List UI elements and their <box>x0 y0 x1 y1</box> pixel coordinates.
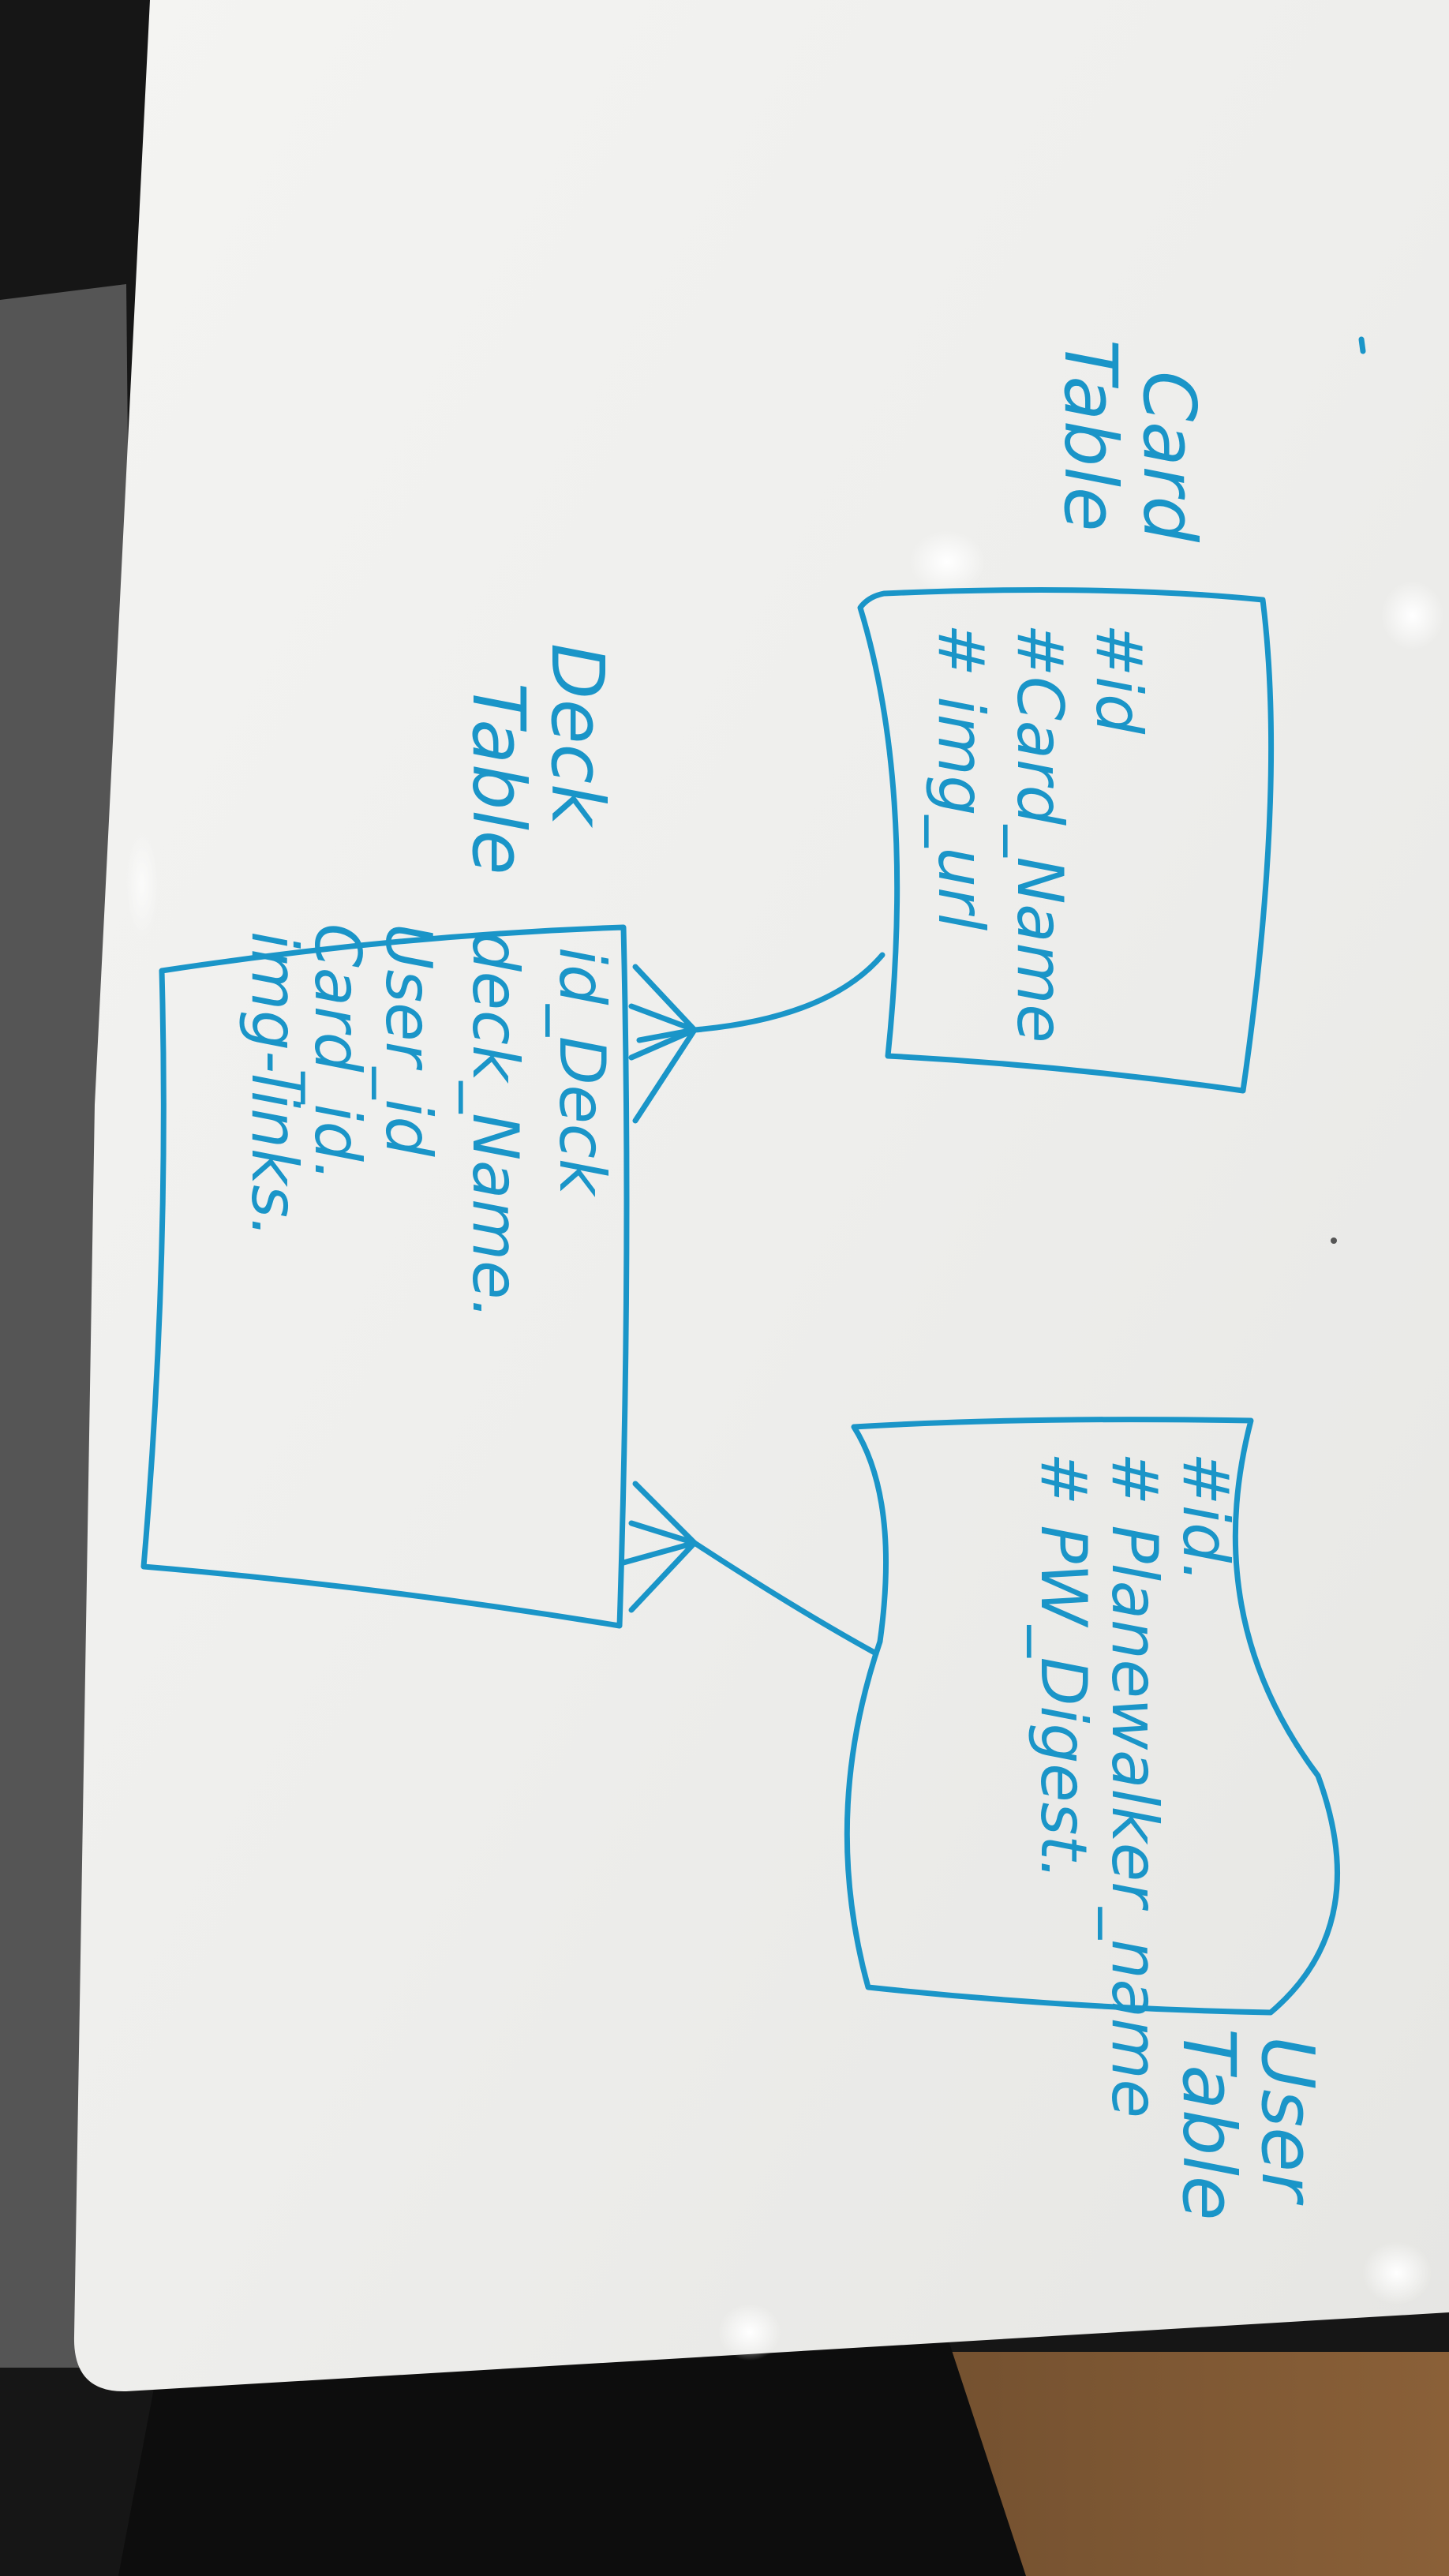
deck-table-fields: id_Deck deck_Name. User_id Card_id. img-… <box>238 923 619 1320</box>
deck-field: User_id <box>372 923 445 1158</box>
marker-dot <box>1358 336 1366 354</box>
deck-table-title-line2: Table <box>456 683 541 874</box>
whiteboard <box>73 0 1449 2392</box>
user-table-fields: #id. # Planewalker_name # PW_Digest. <box>1027 1452 1242 2118</box>
dark-bag <box>118 2336 1026 2576</box>
deck-table-title: Deck Table <box>456 643 620 874</box>
deck-table-box <box>140 924 630 1629</box>
user-table-title: User Table <box>1166 2028 1330 2220</box>
dust-dot <box>1331 1237 1337 1244</box>
glare-spot <box>1362 2241 1432 2305</box>
glare-spot <box>1381 581 1444 650</box>
user-field: # PW_Digest. <box>1027 1452 1100 1880</box>
glare-spot <box>909 530 985 593</box>
card-field: # img_url <box>924 623 998 930</box>
card-table-title-line1: Card <box>1127 371 1211 542</box>
glare-spot <box>718 2304 781 2361</box>
user-table-title-line2: Table <box>1166 2028 1251 2220</box>
card-field: #Card_Name <box>1003 623 1076 1043</box>
user-table-box <box>844 1417 1340 2016</box>
deck-field: img-links. <box>238 931 311 1237</box>
user-table-title-line1: User <box>1245 2036 1330 2206</box>
user-field: #id. <box>1169 1452 1242 1582</box>
deck-field: Card_id. <box>301 923 374 1181</box>
card-field: #id <box>1082 623 1155 735</box>
card-table-title-line2: Table <box>1048 339 1133 531</box>
card-table-title: Card Table <box>1048 339 1211 542</box>
card-table-fields: #id #Card_Name # img_url <box>924 623 1155 1043</box>
crows-foot-card-deck <box>628 964 698 1124</box>
deck-table-title-line1: Deck <box>535 643 620 829</box>
relationship-card-deck <box>628 952 886 1124</box>
crows-foot-user-deck <box>620 1481 698 1613</box>
user-field: # Planewalker_name <box>1098 1452 1171 2118</box>
card-table-box <box>857 587 1275 1094</box>
deck-field: id_Deck <box>545 947 619 1197</box>
deck-field: deck_Name. <box>459 931 532 1320</box>
relationship-user-deck <box>620 1481 879 1657</box>
glare-spot <box>125 829 159 939</box>
